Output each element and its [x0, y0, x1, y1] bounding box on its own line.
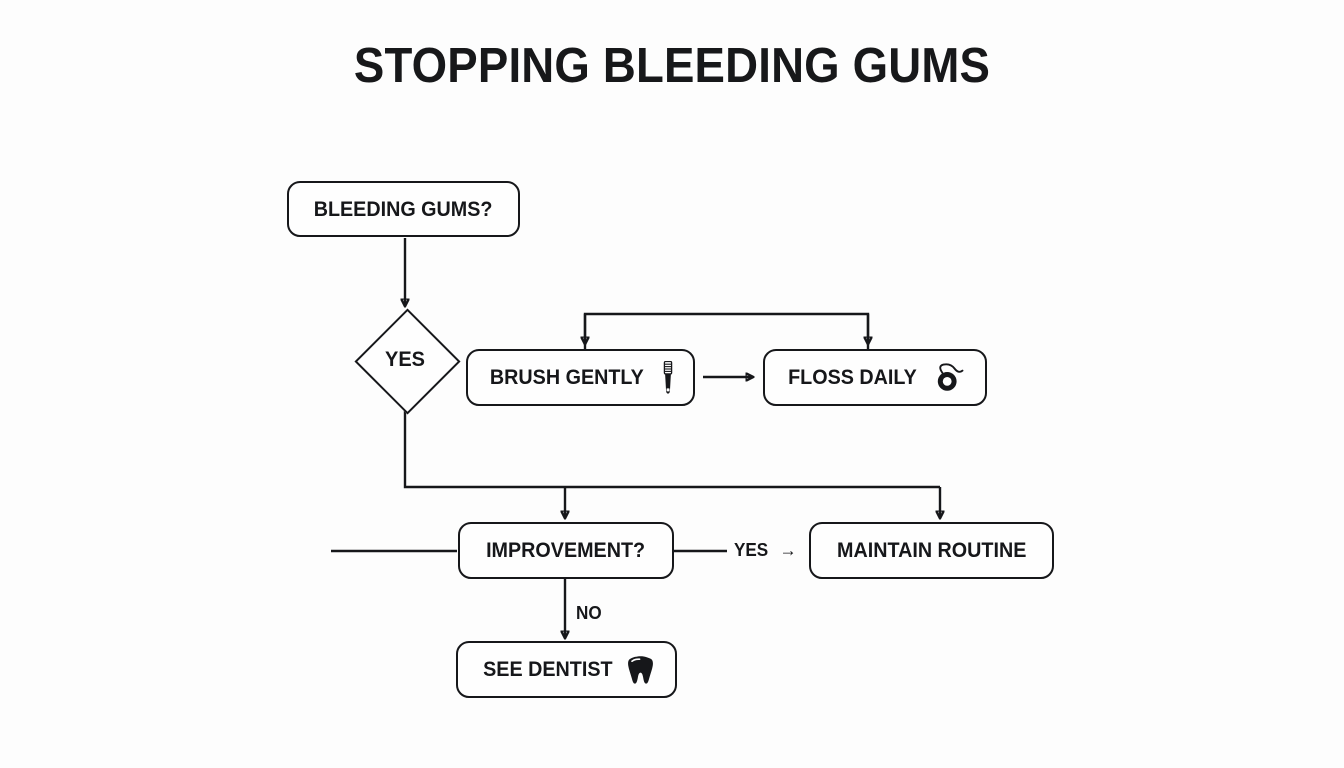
node-bleeding-gums-label: BLEEDING GUMS?: [314, 197, 493, 221]
node-brush-gently[interactable]: BRUSH GENTLY: [466, 349, 695, 406]
node-improvement[interactable]: IMPROVEMENT?: [458, 522, 674, 579]
floss-icon: [932, 361, 966, 395]
tooth-icon: [627, 655, 654, 685]
edge-decision-to-brush-floss-bracket: [583, 312, 870, 349]
node-maintain-routine[interactable]: MAINTAIN ROUTINE: [809, 522, 1054, 579]
node-see-dentist-label: SEE DENTIST: [482, 658, 613, 681]
node-decision-yes[interactable]: YES: [340, 307, 470, 415]
edge-label-yes-maintain: YES →: [734, 540, 797, 561]
node-improvement-label: IMPROVEMENT?: [486, 539, 646, 562]
node-bleeding-gums[interactable]: BLEEDING GUMS?: [287, 181, 520, 237]
node-floss-daily-label: FLOSS DAILY: [788, 366, 917, 389]
node-brush-gently-label: BRUSH GENTLY: [490, 366, 644, 389]
node-decision-yes-label: YES: [385, 347, 425, 371]
node-maintain-routine-label: MAINTAIN ROUTINE: [836, 539, 1027, 562]
edge-decision-to-improvement-maintain-bracket: [403, 410, 940, 489]
page-title: STOPPING BLEEDING GUMS: [353, 39, 991, 93]
node-see-dentist[interactable]: SEE DENTIST: [456, 641, 677, 698]
edge-label-yes-text: YES: [734, 540, 769, 560]
edge-label-no-dentist: NO: [576, 603, 602, 623]
node-floss-daily[interactable]: FLOSS DAILY: [763, 349, 987, 406]
toothbrush-icon: [660, 360, 676, 395]
arrow-right-icon: →: [779, 540, 797, 560]
